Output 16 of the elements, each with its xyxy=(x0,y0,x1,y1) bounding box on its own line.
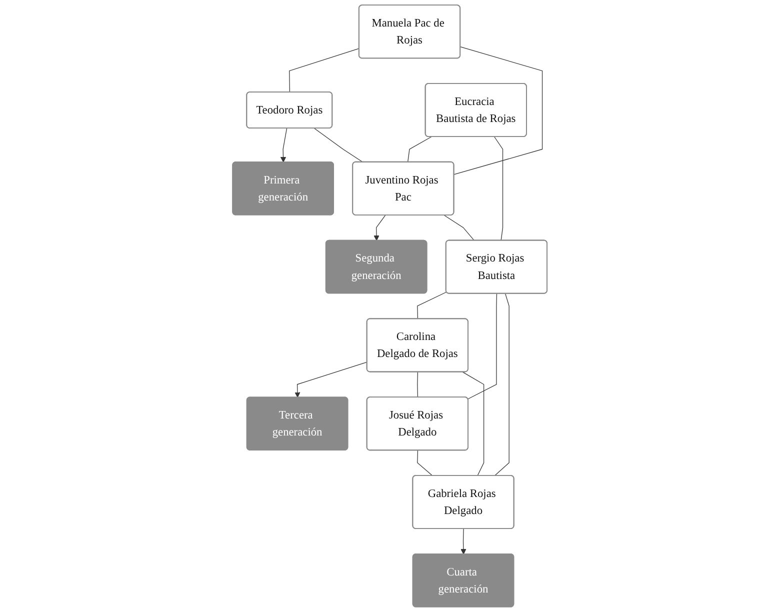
arrow xyxy=(374,214,386,241)
connector xyxy=(444,214,475,241)
connector xyxy=(417,372,418,398)
connector xyxy=(494,293,510,476)
arrow xyxy=(280,128,288,162)
connector xyxy=(468,293,498,400)
connector xyxy=(494,136,504,241)
connector xyxy=(289,48,360,93)
arrow xyxy=(294,362,368,398)
connector xyxy=(462,372,484,476)
connector xyxy=(408,136,432,162)
connector xyxy=(314,128,364,162)
arrow xyxy=(460,528,466,554)
connector xyxy=(417,450,434,476)
connector xyxy=(454,46,543,175)
connector xyxy=(417,292,448,320)
